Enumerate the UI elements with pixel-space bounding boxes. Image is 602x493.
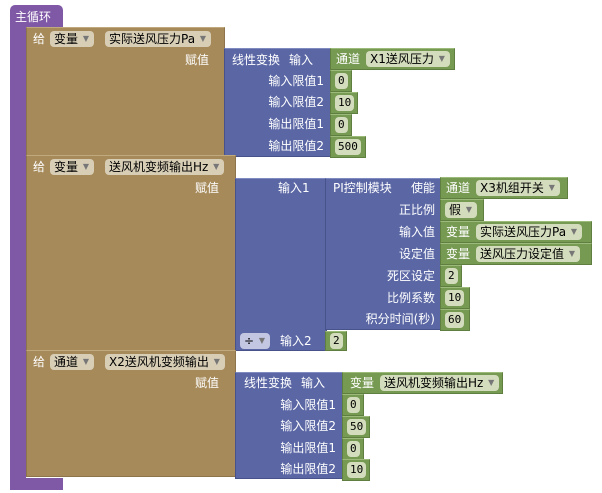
row-label: 输入限值1 <box>268 74 324 88</box>
give-label: 给 <box>33 160 46 174</box>
main-loop-label: 主循环 <box>15 10 52 24</box>
type-value: 变量 <box>54 32 79 46</box>
dropdown-arrow-icon: ▼ <box>465 205 473 214</box>
number-value[interactable]: 0 <box>335 73 348 89</box>
assign-label: 赋值 <box>195 376 220 390</box>
give-label: 给 <box>33 32 46 46</box>
pi-title: PI控制模块 <box>333 181 392 195</box>
row-label: 输出限值1 <box>268 117 324 131</box>
target-dropdown[interactable]: 送风机变频输出Hz ▼ <box>105 159 225 175</box>
dropdown-arrow-icon: ▼ <box>258 336 266 345</box>
main-loop-body <box>10 28 26 490</box>
dropdown-arrow-icon: ▼ <box>548 183 555 192</box>
number-value[interactable]: 10 <box>335 95 355 111</box>
variable-value: 实际送风压力Pa <box>480 225 567 239</box>
dropdown-arrow-icon: ▼ <box>82 34 90 43</box>
number-value[interactable]: 0 <box>335 117 348 133</box>
dropdown-arrow-icon: ▼ <box>488 378 495 387</box>
number-value[interactable]: 10 <box>445 290 465 306</box>
type-dropdown[interactable]: 通道▼ <box>50 354 95 370</box>
channel-value: X3机组开关 <box>480 181 544 195</box>
assign-block-3[interactable] <box>26 350 236 477</box>
row-label: 输入限值1 <box>280 398 336 412</box>
number-value[interactable]: 0 <box>347 441 360 457</box>
dropdown-arrow-icon: ▼ <box>570 227 578 236</box>
dropdown-arrow-icon: ▼ <box>199 34 207 43</box>
row-label: 输出限值2 <box>268 139 324 153</box>
number-value[interactable]: 10 <box>347 462 367 478</box>
type-value: 通道 <box>54 355 79 369</box>
dropdown-arrow-icon: ▼ <box>82 162 90 171</box>
linear-title: 线性变换 <box>244 376 293 390</box>
row-label: 比例系数 <box>386 291 435 305</box>
boolean-value: 假 <box>449 203 462 217</box>
linear-title: 线性变换 <box>232 53 281 67</box>
type-dropdown[interactable]: 变量▼ <box>50 159 95 175</box>
enable-label: 使能 <box>410 181 435 195</box>
target-dropdown[interactable]: 实际送风压力Pa▼ <box>105 31 212 47</box>
variable-dropdown[interactable]: 实际送风压力Pa▼ <box>476 224 583 240</box>
give-label: 给 <box>33 355 46 369</box>
target-value: 实际送风压力Pa <box>109 32 196 46</box>
operator-dropdown[interactable]: ÷▼ <box>240 333 271 349</box>
arithmetic-block[interactable] <box>235 178 327 351</box>
number-value[interactable]: 50 <box>347 419 367 435</box>
dropdown-arrow-icon: ▼ <box>438 54 445 63</box>
channel-type-label: 通道 <box>336 52 361 66</box>
linear-transform-block-1[interactable] <box>224 48 331 157</box>
type-value: 变量 <box>54 160 79 174</box>
number-value[interactable]: 60 <box>445 312 465 328</box>
variable-value: 送风机变频输出Hz <box>384 376 484 390</box>
dropdown-arrow-icon: ▼ <box>213 162 220 171</box>
row-label: 输出限值2 <box>280 462 336 476</box>
assign-block-1[interactable] <box>26 27 225 156</box>
row-label: 积分时间(秒) <box>365 312 435 326</box>
assign-label: 赋值 <box>195 181 220 195</box>
setpoint-label: 设定值 <box>398 247 435 261</box>
row-label: 死区设定 <box>386 269 435 283</box>
channel-dropdown[interactable]: X3机组开关 ▼ <box>476 180 560 196</box>
assign-label: 赋值 <box>185 53 210 67</box>
main-loop-footer <box>10 478 63 490</box>
row-label: 输出限值1 <box>280 441 336 455</box>
dropdown-arrow-icon: ▼ <box>213 357 220 366</box>
row-label: 输入限值2 <box>280 419 336 433</box>
main-loop-block[interactable] <box>10 5 63 29</box>
variable-dropdown[interactable]: 送风机变频输出Hz ▼ <box>380 375 500 391</box>
target-dropdown[interactable]: X2送风机变频输出 ▼ <box>105 354 225 370</box>
channel-value: X1送风压力 <box>370 52 434 66</box>
target-value: X2送风机变频输出 <box>109 355 209 369</box>
variable-dropdown[interactable]: 送风压力设定值▼ <box>476 246 581 262</box>
proportional-label: 正比例 <box>398 203 435 217</box>
input1-label: 输入1 <box>278 181 310 195</box>
linear-input-label: 输入 <box>301 376 326 390</box>
boolean-dropdown[interactable]: 假▼ <box>445 202 478 218</box>
number-value[interactable]: 0 <box>347 397 360 413</box>
type-dropdown[interactable]: 变量▼ <box>50 31 95 47</box>
variable-type-label: 变量 <box>350 376 375 390</box>
number-value[interactable]: 2 <box>330 333 343 349</box>
number-value[interactable]: 500 <box>335 139 361 155</box>
variable-type-label: 变量 <box>446 225 471 239</box>
channel-dropdown[interactable]: X1送风压力 ▼ <box>366 51 450 67</box>
target-value: 送风机变频输出Hz <box>109 160 209 174</box>
input-value-label: 输入值 <box>398 225 435 239</box>
operator-value: ÷ <box>244 334 255 348</box>
channel-type-label: 通道 <box>446 181 471 195</box>
variable-value: 送风压力设定值 <box>480 247 565 261</box>
dropdown-arrow-icon: ▼ <box>82 357 90 366</box>
input2-label: 输入2 <box>280 334 312 348</box>
pi-control-block[interactable] <box>325 178 442 330</box>
dropdown-arrow-icon: ▼ <box>568 249 576 258</box>
linear-input-label: 输入 <box>289 53 314 67</box>
number-value[interactable]: 2 <box>445 268 458 284</box>
variable-type-label: 变量 <box>446 247 471 261</box>
row-label: 输入限值2 <box>268 95 324 109</box>
